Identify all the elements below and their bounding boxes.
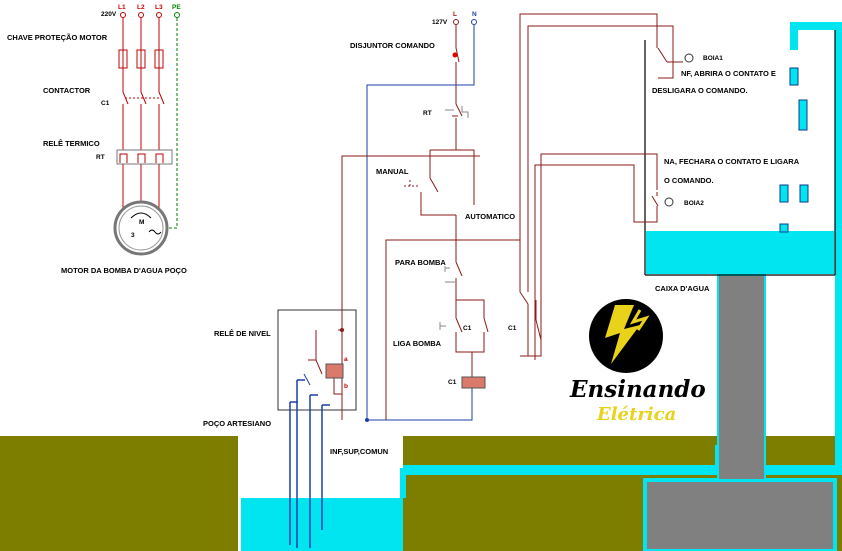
tank-vent-5 <box>779 223 789 233</box>
automatico-label: AUTOMATICO <box>465 212 515 221</box>
liga-bomba-label: LIGA BOMBA <box>393 339 442 348</box>
line-l-label: L <box>453 11 457 18</box>
ground-scene <box>0 22 842 551</box>
foundation <box>643 478 837 551</box>
level-relay-a: a <box>344 356 348 363</box>
pipe-horizontal <box>403 465 838 475</box>
water-tank <box>644 30 836 276</box>
command-circuit: 127V L N DISJUNTOR COMANDO RT MANUAL AUT… <box>341 11 800 421</box>
c1-aux-label: C1 <box>508 325 517 332</box>
level-relay-b: b <box>344 383 348 390</box>
phase-l1-label: L1 <box>118 4 126 11</box>
motor-3: 3 <box>131 232 135 239</box>
line-n-label: N <box>472 11 477 18</box>
motor-m: M <box>139 219 144 226</box>
brand-logo: Ensinando Elétrica <box>569 299 706 425</box>
boia1-note-1: NF, ABRIRA O CONTATO E <box>681 69 776 78</box>
tank-vent-4 <box>799 184 809 203</box>
phase-pe-label: PE <box>172 4 181 11</box>
level-relay-coil <box>325 363 344 379</box>
phase-l3-label: L3 <box>155 4 163 11</box>
level-relay: RELÊ DE NIVEL a b POÇO ARTESIANO INF,SUP… <box>203 309 388 548</box>
level-relay-title: RELÊ DE NIVEL <box>214 329 271 338</box>
c1-coil-label: C1 <box>448 379 457 386</box>
motor-title: MOTOR DA BOMBA D'AGUA POÇO <box>61 266 187 275</box>
bolt-icon <box>605 305 640 364</box>
supply-pipe-top <box>790 22 842 30</box>
tower-column <box>717 274 766 481</box>
tank-vent-2 <box>798 99 808 131</box>
rele-termico-label: RELÊ TERMICO <box>43 139 100 148</box>
boia2-label: BOIA2 <box>684 200 704 207</box>
rt-contact-label: RT <box>423 110 432 117</box>
rt-tag: RT <box>96 154 105 161</box>
electrodes-label: INF,SUP,COMUN <box>330 447 388 456</box>
motor-symbol <box>113 200 169 256</box>
boia2-note-1: NA, FECHARA O CONTATO E LIGARA <box>664 157 800 166</box>
boia1-float <box>684 53 694 63</box>
manual-label: MANUAL <box>376 167 409 176</box>
c1-coil <box>461 376 486 389</box>
brand-name: Ensinando <box>569 376 706 403</box>
para-bomba-label: PARA BOMBA <box>395 258 446 267</box>
poco-label: POÇO ARTESIANO <box>203 419 271 428</box>
tank-vent-1 <box>789 67 799 86</box>
boia2-float <box>664 197 674 207</box>
brand-sub: Elétrica <box>596 404 676 425</box>
chave-protecao-label: CHAVE PROTEÇÃO MOTOR <box>7 33 108 42</box>
supply-pipe-vertical <box>835 30 842 475</box>
motor-voltage-label: 220V <box>101 11 117 18</box>
command-voltage: 127V <box>432 19 448 26</box>
contactor-label: CONTACTOR <box>43 86 91 95</box>
well-shaft-left-wall <box>238 436 241 551</box>
tank-water <box>646 231 834 274</box>
phase-l2-label: L2 <box>137 4 145 11</box>
boia1-note-2: DESLIGARA O COMANDO. <box>652 86 748 95</box>
level-relay-box <box>277 309 357 411</box>
ground-left <box>0 436 240 551</box>
boia2-note-2: O COMANDO. <box>664 176 714 185</box>
caixa-label: CAIXA D'AGUA <box>655 284 710 293</box>
tank-vent-3 <box>779 184 789 203</box>
contactor-tag: C1 <box>101 100 110 107</box>
motor-circuit: 220V L1 L2 L3 PE CHAVE PROTEÇÃO MOTOR CO… <box>7 4 187 275</box>
supply-pipe-drop <box>790 22 798 50</box>
disjuntor-label: DISJUNTOR COMANDO <box>350 41 435 50</box>
boia1-label: BOIA1 <box>703 55 723 62</box>
c1-seal-label: C1 <box>463 325 472 332</box>
